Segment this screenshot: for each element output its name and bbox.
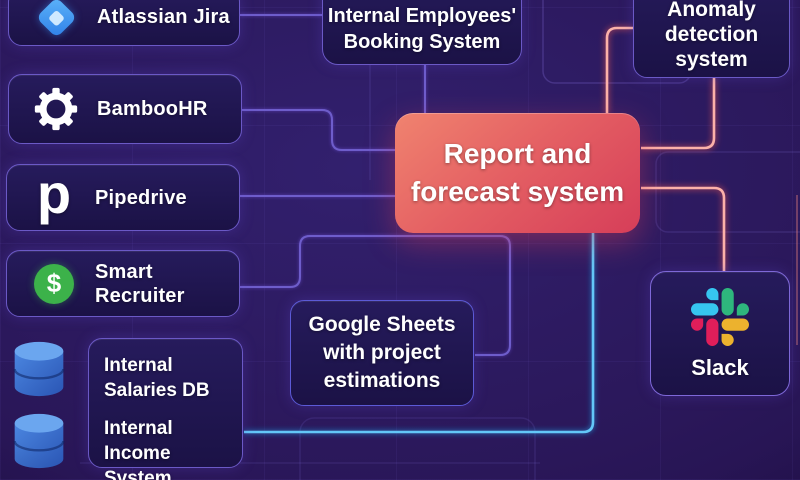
node-internal-dbs: Internal Salaries DB Internal Income Sys… (88, 338, 243, 480)
node-report-forecast: Report and forecast system (395, 113, 640, 233)
node-atlassian-jira: Atlassian Jira (8, 0, 240, 46)
node-label: Atlassian Jira (97, 6, 230, 28)
internal-income-label: Internal Income System (104, 418, 173, 480)
node-google-sheets: Google Sheets with project estimations (290, 300, 474, 406)
node-slack: Slack (650, 271, 790, 396)
connector-report-slack (641, 186, 726, 272)
pipedrive-p-icon: p (36, 161, 72, 225)
node-label: Pipedrive (95, 186, 187, 209)
gear-icon (33, 86, 79, 132)
jira-diamond-icon (33, 0, 79, 40)
database-icon (13, 413, 65, 469)
node-booking-system: Internal Employees' Booking System (322, 0, 522, 65)
connector-anomaly-report-top (605, 26, 633, 114)
node-pipedrive: p Pipedrive (6, 164, 240, 231)
connector-bamboohr-report (242, 109, 396, 151)
internal-salaries-label: Internal Salaries DB (104, 355, 210, 401)
node-smart-recruiter: $ Smart Recruiter (6, 250, 240, 317)
slack-logo-icon (691, 287, 749, 346)
node-label: Slack (691, 354, 749, 380)
node-label: BambooHR (97, 98, 208, 120)
database-icon (13, 341, 65, 397)
connector-anomaly-report-side (641, 78, 716, 150)
node-label: Smart Recruiter (95, 260, 185, 307)
dollar-circle-icon: $ (31, 261, 77, 307)
node-bamboohr: BambooHR (8, 74, 242, 144)
node-anomaly-detection: Anomaly detection system (633, 0, 790, 78)
